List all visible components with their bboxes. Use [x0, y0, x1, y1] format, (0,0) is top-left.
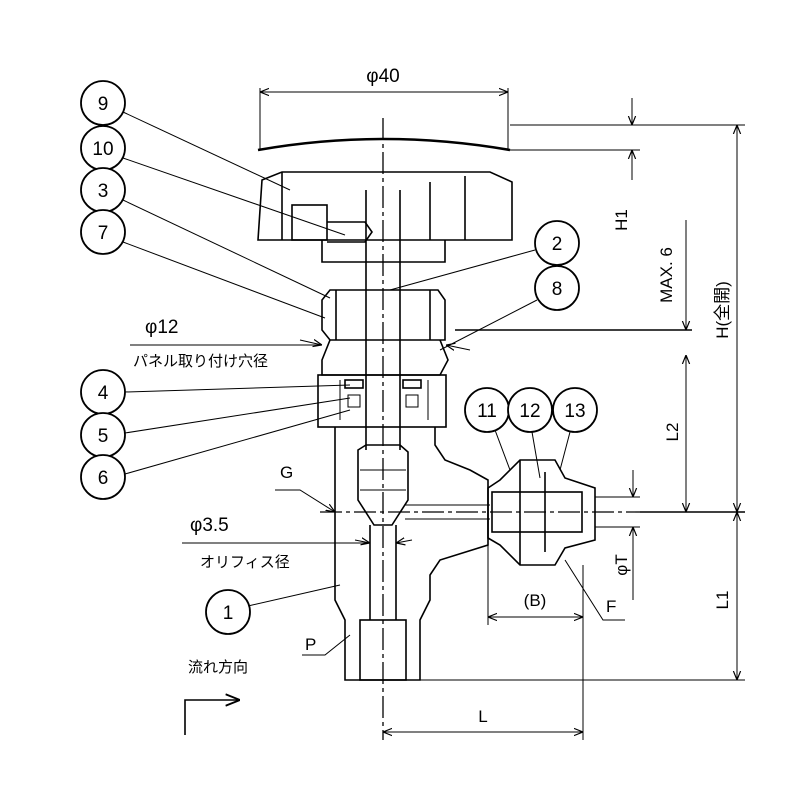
- dim-h1: H1: [612, 209, 631, 231]
- svg-text:12: 12: [519, 401, 540, 422]
- balloon-1: 1: [205, 589, 251, 635]
- svg-text:6: 6: [98, 468, 109, 489]
- svg-text:8: 8: [552, 279, 563, 300]
- dim-orifice-dia: φ3.5: [190, 515, 229, 536]
- flow-direction-label: 流れ方向: [188, 658, 248, 676]
- balloon-5: 5: [80, 412, 126, 458]
- svg-text:3: 3: [98, 181, 109, 202]
- balloon-3: 3: [80, 167, 126, 213]
- panel-hole-label: パネル取り付け穴径: [133, 352, 268, 370]
- balloon-13: 13: [552, 387, 598, 433]
- balloon-10: 10: [80, 125, 126, 171]
- outlet-fitting: [487, 459, 640, 566]
- dim-handle-dia: φ40: [366, 66, 399, 87]
- stem: [357, 190, 409, 526]
- flow-arrow-icon: [184, 700, 240, 735]
- dim-g: G: [280, 463, 293, 482]
- dim-l2: L2: [663, 423, 682, 442]
- dim-panel-dia: φ12: [145, 317, 178, 338]
- svg-text:4: 4: [98, 383, 109, 404]
- balloon-4: 4: [80, 369, 126, 415]
- svg-text:1: 1: [223, 603, 234, 624]
- svg-text:10: 10: [92, 139, 113, 160]
- dim-l1: L1: [713, 591, 732, 610]
- dim-b: (B): [524, 591, 547, 610]
- dim-phi-t: φT: [612, 554, 631, 575]
- dim-f: F: [606, 597, 616, 616]
- svg-text:9: 9: [98, 94, 109, 115]
- balloon-2: 2: [534, 220, 580, 266]
- svg-text:2: 2: [552, 234, 563, 255]
- handle: [257, 137, 513, 263]
- orifice-label: オリフィス径: [200, 553, 290, 571]
- svg-text:13: 13: [564, 401, 585, 422]
- svg-text:7: 7: [98, 223, 109, 244]
- dim-max6: MAX. 6: [657, 247, 676, 303]
- balloon-7: 7: [80, 209, 126, 255]
- balloon-9: 9: [80, 80, 126, 126]
- balloon-6: 6: [80, 454, 126, 500]
- dim-l: L: [478, 707, 487, 726]
- bonnet: [317, 289, 449, 428]
- dim-p: P: [305, 635, 316, 654]
- leader-lines: [122, 111, 571, 607]
- balloon-8: 8: [534, 265, 580, 311]
- dim-h-full-open: H(全開): [713, 281, 732, 339]
- balloon-11: 11: [464, 387, 510, 433]
- svg-text:5: 5: [98, 426, 109, 447]
- svg-text:11: 11: [477, 401, 497, 422]
- balloon-12: 12: [507, 387, 553, 433]
